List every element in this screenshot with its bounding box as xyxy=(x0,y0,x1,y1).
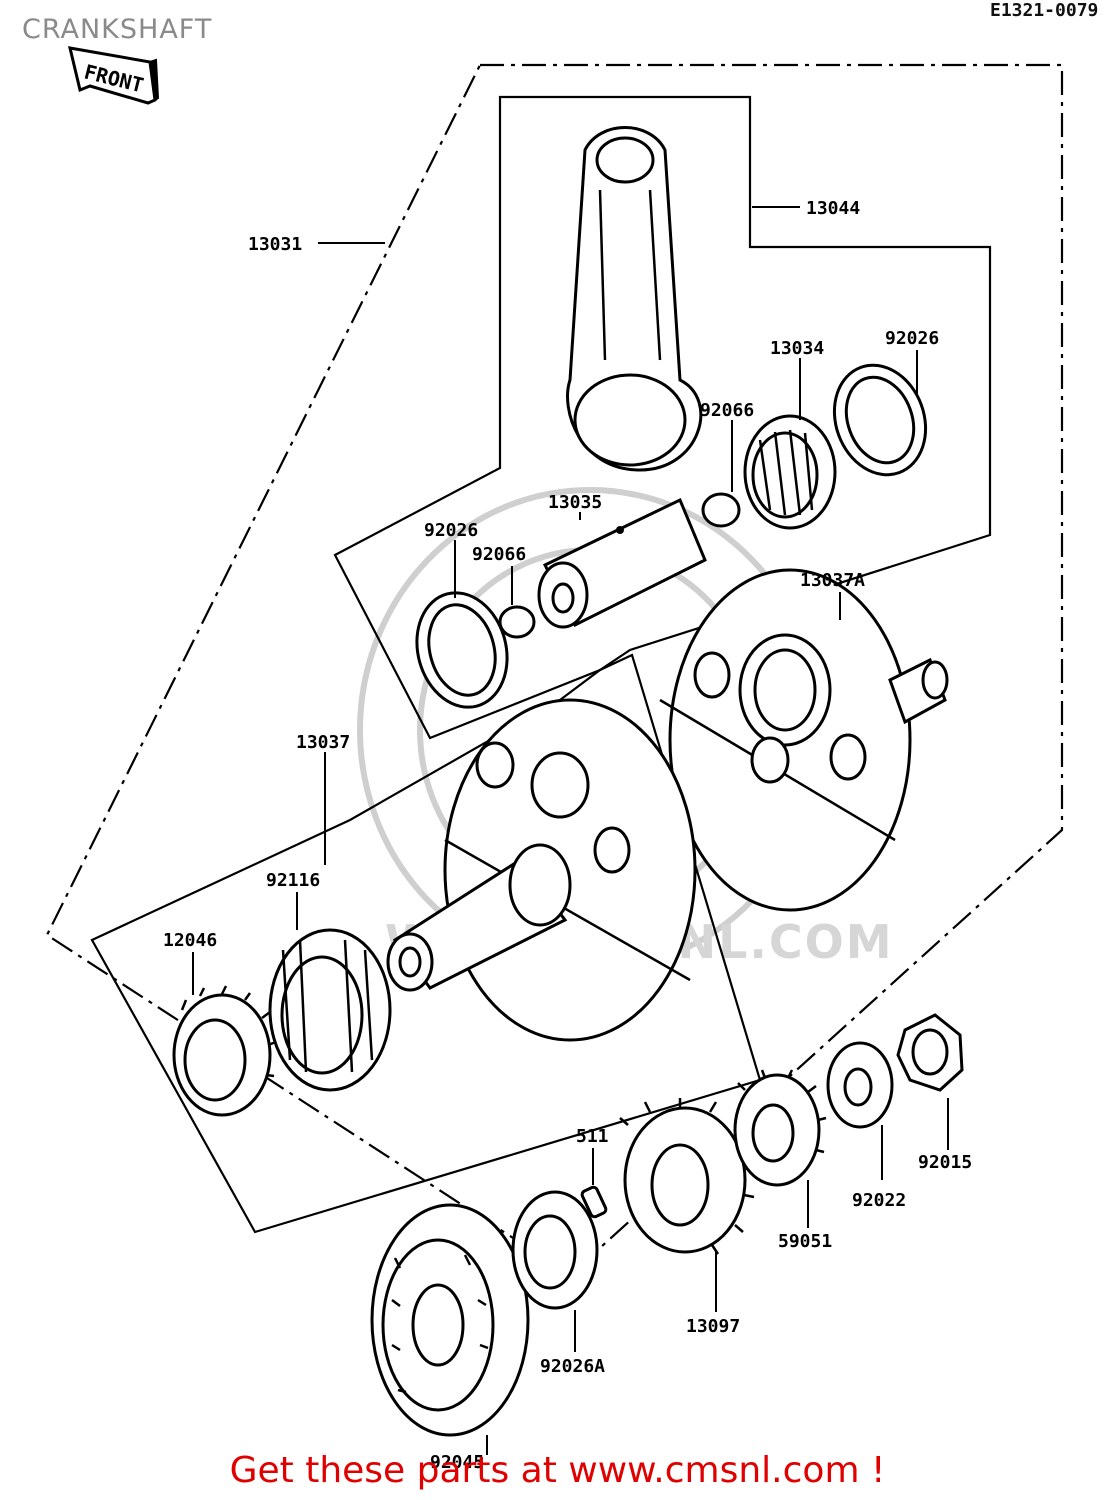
page-title: CRANKSHAFT xyxy=(22,14,213,45)
label-92015[interactable]: 92015 xyxy=(918,1152,972,1173)
label-92026-left[interactable]: 92026 xyxy=(424,520,478,541)
label-511[interactable]: 511 xyxy=(576,1126,609,1147)
label-92026-top[interactable]: 92026 xyxy=(885,328,939,349)
thrust-washer-92026-top xyxy=(832,363,928,477)
assembly-frame-13044 xyxy=(333,95,992,740)
connecting-rod xyxy=(566,126,703,472)
nut-92015 xyxy=(896,1013,964,1092)
gear-13097 xyxy=(619,1098,756,1255)
collar-92066-left xyxy=(498,605,536,639)
washer-92022 xyxy=(826,1041,894,1129)
label-92066-top[interactable]: 92066 xyxy=(700,400,754,421)
roller-bearing-92116 xyxy=(268,928,392,1092)
needle-bearing-13034 xyxy=(743,414,837,530)
oil-seal-92026A xyxy=(511,1190,599,1310)
woodruff-key-511 xyxy=(580,1185,608,1219)
ball-bearing-92045 xyxy=(370,1203,530,1437)
crank-half-right-13037A xyxy=(659,568,949,912)
diagram-id: E1321-0079 xyxy=(990,0,1099,21)
label-92116[interactable]: 92116 xyxy=(266,870,320,891)
label-92066-left[interactable]: 92066 xyxy=(472,544,526,565)
footer-link[interactable]: Get these parts at www.cmsnl.com ! xyxy=(229,1450,886,1491)
label-13035[interactable]: 13035 xyxy=(548,492,602,513)
assembly-frame-13031 xyxy=(45,63,1064,1277)
front-arrow-icon: FRONT xyxy=(68,46,160,105)
label-13097[interactable]: 13097 xyxy=(686,1316,740,1337)
gear-59051 xyxy=(733,1069,827,1187)
label-13037[interactable]: 13037 xyxy=(296,732,350,753)
label-12046[interactable]: 12046 xyxy=(163,930,217,951)
label-13031[interactable]: 13031 xyxy=(248,234,302,255)
thrust-washer-92026-left xyxy=(415,591,509,709)
label-92045[interactable]: 92045 xyxy=(430,1452,484,1473)
label-92026A[interactable]: 92026A xyxy=(540,1356,605,1377)
sprocket-12046 xyxy=(172,985,277,1117)
leader-lines xyxy=(192,206,949,1455)
crank-half-left-13037 xyxy=(386,698,697,1042)
label-13037A[interactable]: 13037A xyxy=(800,570,865,591)
label-13034[interactable]: 13034 xyxy=(770,338,824,359)
collar-92066-top xyxy=(701,492,741,528)
crank-pin-13035 xyxy=(537,497,707,629)
assembly-frame-13037 xyxy=(90,653,762,1234)
label-92022[interactable]: 92022 xyxy=(852,1190,906,1211)
label-59051[interactable]: 59051 xyxy=(778,1231,832,1252)
label-13044[interactable]: 13044 xyxy=(806,198,860,219)
